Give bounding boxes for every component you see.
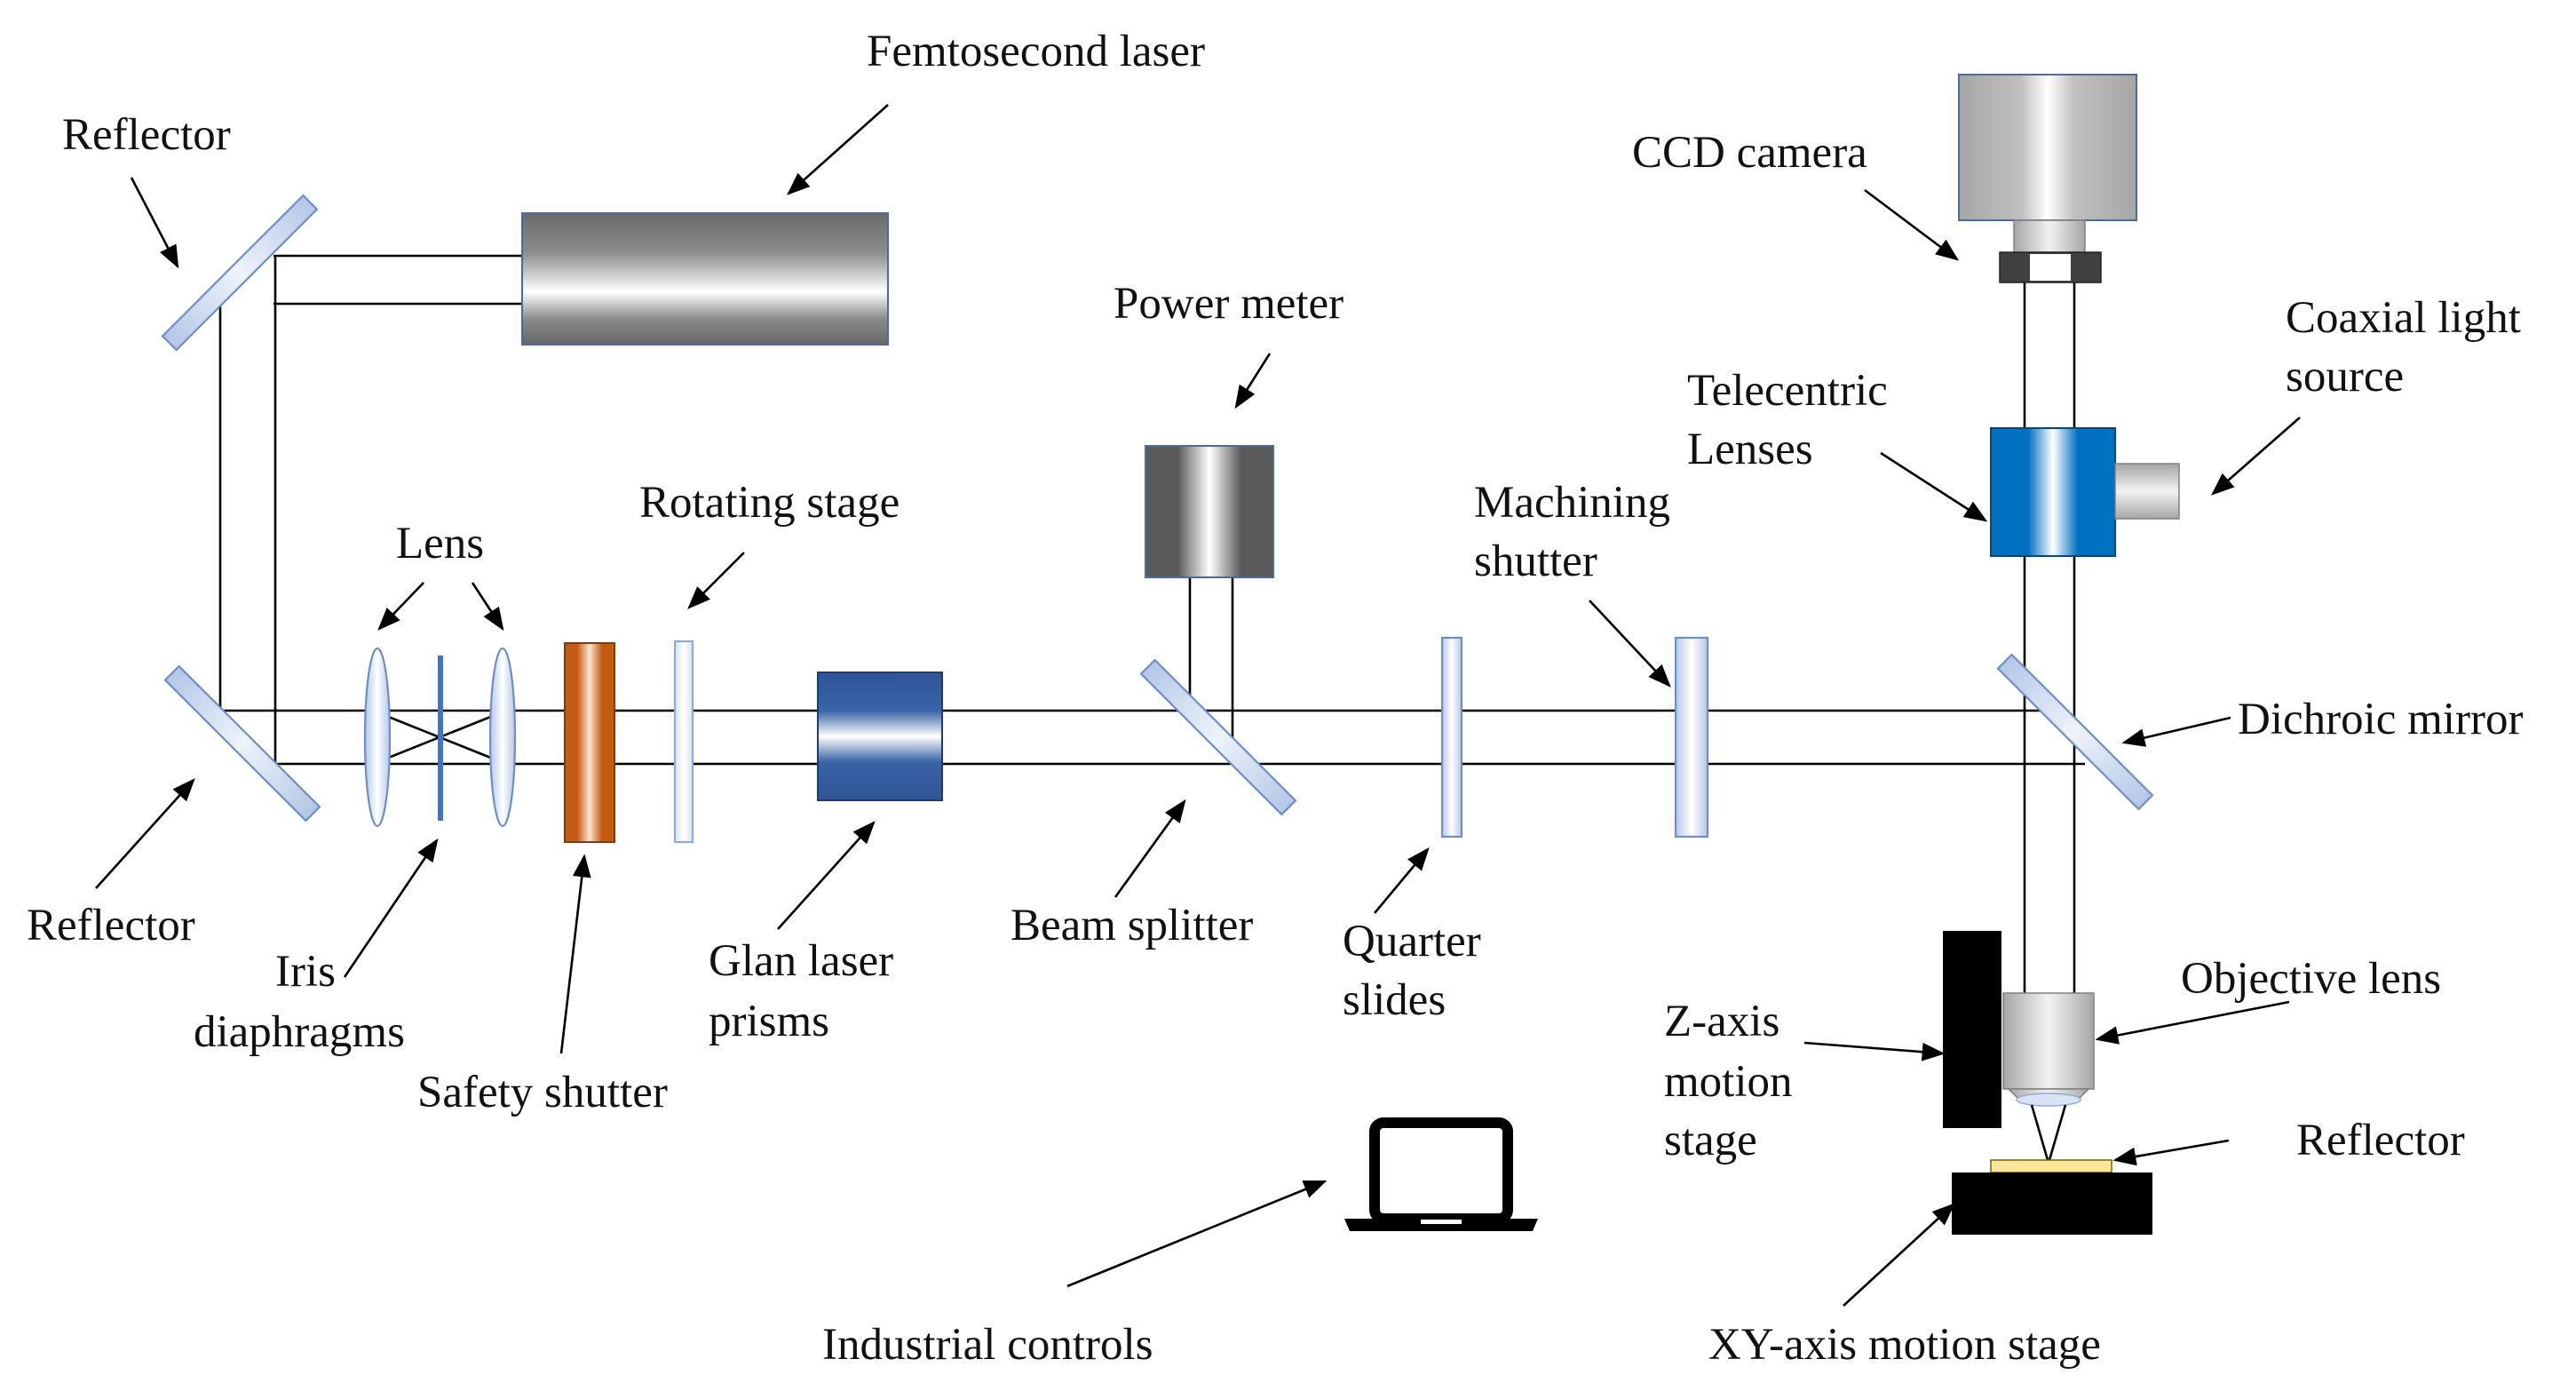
arrow-industrial-controls: [1066, 1180, 1328, 1288]
label-xy-axis-motion-stage: XY-axis motion stage: [1708, 1320, 2101, 1370]
quarter-slide-plate: [1440, 636, 1463, 839]
label-lens: Lens: [396, 519, 484, 568]
label-coaxial-light-source-line-2: source: [2286, 352, 2404, 401]
arrow-ccd-camera: [1864, 188, 1960, 261]
label-quarter-slides-line-1: Quarter: [1343, 917, 1481, 966]
machining-shutter-plate: [1674, 636, 1709, 839]
label-machining-shutter-line-2: shutter: [1474, 537, 1597, 586]
objective-lens-glass: [2016, 1093, 2081, 1107]
label-iris-diaphragms-line-2: diaphragms: [194, 1007, 405, 1057]
arrow-beam-splitter: [1114, 799, 1186, 898]
ccd-camera-neck: [2013, 219, 2086, 253]
coaxial-light-source-block: [2114, 463, 2180, 520]
xy-axis-motion-stage-block: [1952, 1172, 2152, 1235]
label-objective-lens: Objective lens: [2181, 954, 2441, 1004]
leader-arrows: [95, 104, 2301, 1307]
labels: Femtosecond laser Reflector Reflector Le…: [27, 27, 2523, 1370]
ccd-camera-aperture: [2030, 254, 2071, 281]
objective-lens-body: [2002, 992, 2095, 1090]
reflector-top-mirror: [161, 194, 319, 352]
arrow-rotating-stage: [687, 552, 745, 609]
arrow-glan-laser-prisms: [777, 821, 876, 930]
lens-second: [488, 647, 517, 828]
safety-shutter-block: [564, 642, 615, 843]
label-power-meter: Power meter: [1114, 279, 1343, 329]
label-quarter-slides-line-2: slides: [1343, 975, 1446, 1025]
beam-focus-cone-right: [2048, 1104, 2067, 1161]
arrow-power-meter: [1234, 353, 1272, 409]
arrow-quarter-slides: [1374, 847, 1430, 914]
lens-first: [363, 647, 392, 828]
arrow-telecentric-lenses: [1880, 451, 1988, 522]
ccd-camera-body: [1958, 74, 2137, 221]
arrow-objective-lens: [2095, 1000, 2290, 1045]
glan-laser-prism-block: [817, 672, 943, 801]
label-coaxial-light-source-line-1: Coaxial light: [2286, 293, 2521, 343]
beam-splitter-plate: [1139, 658, 1297, 816]
iris-diaphragm: [438, 656, 443, 821]
arrow-dichroic-mirror: [2121, 716, 2231, 747]
arrow-machining-shutter: [1589, 600, 1671, 688]
label-reflector-sample: Reflector: [2296, 1116, 2465, 1165]
arrow-reflector-bottom: [95, 778, 195, 889]
power-meter-block: [1145, 445, 1274, 578]
label-beam-splitter: Beam splitter: [1011, 901, 1253, 950]
arrow-femtosecond-laser: [787, 104, 889, 195]
label-telecentric-lenses-line-1: Telecentric: [1687, 366, 1888, 416]
label-z-axis-motion-stage-line-3: stage: [1664, 1116, 1757, 1165]
arrow-reflector-sample: [2112, 1139, 2230, 1166]
label-glan-laser-prisms-line-2: prisms: [709, 997, 829, 1046]
label-industrial-controls: Industrial controls: [822, 1320, 1153, 1370]
label-safety-shutter: Safety shutter: [417, 1068, 668, 1117]
label-ccd-camera: CCD camera: [1632, 128, 1867, 178]
z-axis-motion-stage-block: [1943, 931, 2001, 1128]
arrow-z-axis-motion-stage: [1803, 1041, 1946, 1061]
arrow-iris-diaphragms: [343, 838, 439, 978]
label-z-axis-motion-stage-line-1: Z-axis: [1664, 997, 1779, 1046]
arrow-lens-right: [471, 582, 504, 632]
label-iris-diaphragms-line-1: Iris: [275, 947, 336, 997]
telecentric-lens-block: [1990, 427, 2116, 557]
label-z-axis-motion-stage-line-2: motion: [1664, 1057, 1793, 1107]
dichroic-mirror-plate: [1996, 653, 2154, 811]
label-machining-shutter-line-1: Machining: [1474, 478, 1670, 528]
femtosecond-laser-body: [521, 212, 889, 346]
sample-reflector-plate: [1990, 1159, 2112, 1173]
label-dichroic-mirror: Dichroic mirror: [2238, 695, 2523, 744]
label-femtosecond-laser: Femtosecond laser: [867, 27, 1205, 76]
arrow-coaxial-light-source: [2211, 417, 2301, 496]
label-rotating-stage: Rotating stage: [639, 478, 900, 528]
rotating-stage-plate: [673, 640, 694, 844]
label-telecentric-lenses-line-2: Lenses: [1687, 425, 1813, 474]
label-reflector-top: Reflector: [62, 110, 231, 160]
label-reflector-bottom: Reflector: [27, 901, 195, 950]
arrow-safety-shutter: [559, 854, 591, 1054]
arrow-reflector-top: [130, 177, 179, 269]
arrow-xy-axis-motion-stage: [1843, 1203, 1955, 1307]
arrow-lens-left: [377, 582, 424, 631]
label-glan-laser-prisms-line-1: Glan laser: [709, 936, 893, 986]
laptop-icon: [1344, 1117, 1538, 1231]
reflector-bottom-mirror: [163, 664, 321, 823]
beam-focus-cone-left: [2030, 1104, 2049, 1161]
